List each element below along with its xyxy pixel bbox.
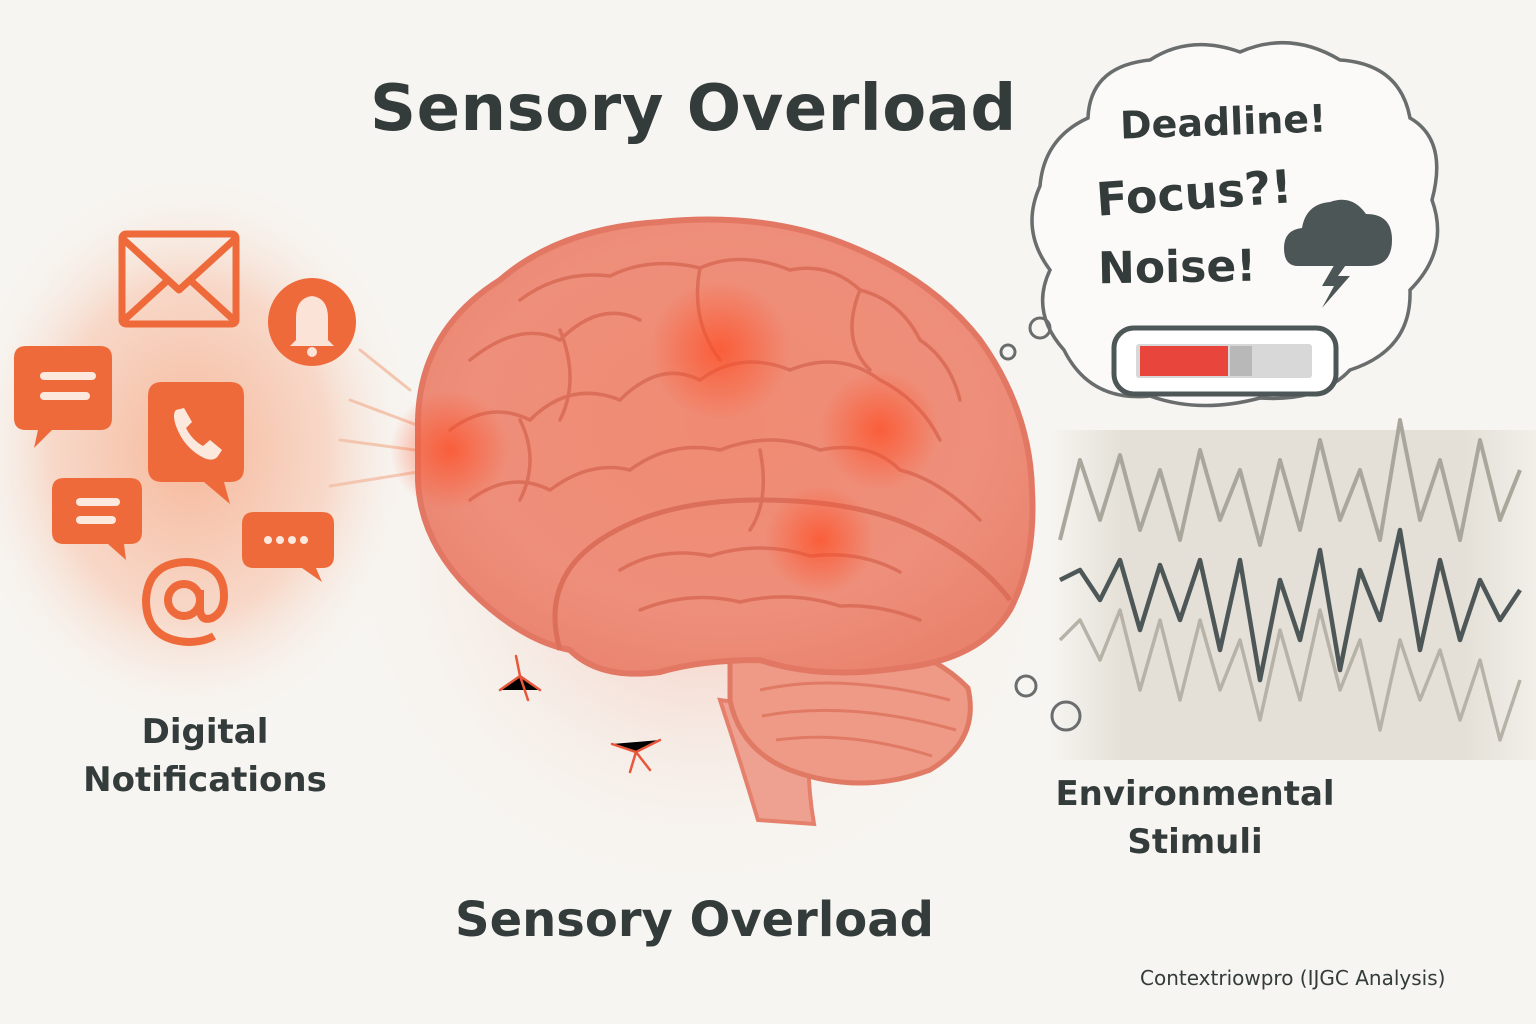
battery-charge [1140, 346, 1228, 376]
at-sign-icon [141, 557, 229, 647]
storm-cloud-icon [1284, 199, 1392, 308]
wave-bubble-1 [1014, 674, 1038, 698]
brain-illustration [340, 216, 1060, 900]
thought-dot-2 [999, 343, 1017, 361]
notification-cluster [0, 170, 432, 730]
page-title: Sensory Overload [370, 72, 1017, 146]
envelope-icon [118, 230, 240, 328]
environmental-stimuli-label: Environmental Stimuli [1040, 770, 1350, 866]
source-credit: Contextriowpro (IJGC Analysis) [1140, 966, 1446, 990]
chat-lines-icon [14, 346, 112, 448]
bottom-title: Sensory Overload [455, 892, 935, 948]
environmental-stimuli-line1: Environmental [1055, 774, 1335, 814]
chat-dots-icon [242, 512, 334, 582]
digital-notifications-label: Digital Notifications [70, 708, 340, 804]
thought-deadline-text: Deadline! [1119, 96, 1328, 148]
digital-notifications-line2: Notifications [83, 760, 327, 800]
spark-marks [498, 654, 662, 774]
thought-bubble [999, 40, 1440, 408]
thought-noise-text: Noise! [1097, 240, 1257, 295]
thought-dot-1 [1028, 316, 1052, 340]
environmental-stimuli-line2: Stimuli [1127, 822, 1263, 862]
chat-lines-small-icon [52, 478, 142, 560]
low-battery-icon [1111, 325, 1339, 397]
bell-icon [268, 278, 356, 366]
phone-chat-icon [148, 382, 244, 504]
digital-notifications-line1: Digital [141, 712, 269, 752]
sound-wave-icon [1014, 418, 1536, 760]
wave-bubble-2 [1050, 700, 1082, 732]
